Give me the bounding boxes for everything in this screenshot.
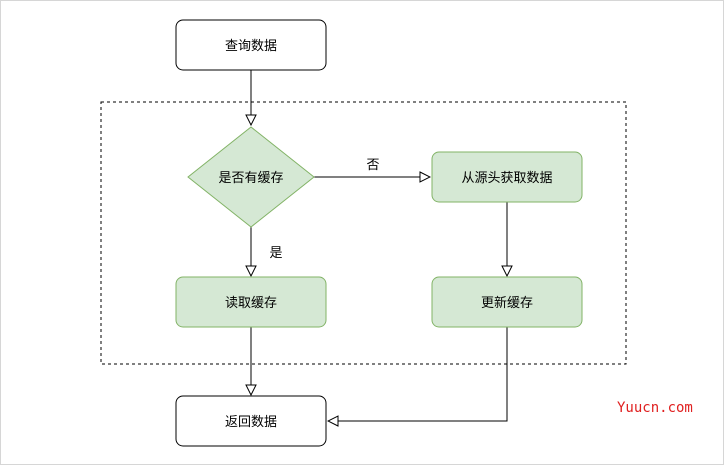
node-fetch-source: 从源头获取数据	[431, 151, 583, 203]
watermark-text: Yuucn.com	[617, 400, 693, 416]
node-has-cache-decision: 是否有缓存	[187, 126, 315, 228]
node-read-cache-label: 读取缓存	[225, 296, 277, 311]
node-return-data-label: 返回数据	[225, 415, 277, 430]
node-has-cache-label: 是否有缓存	[218, 171, 283, 186]
node-return-data: 返回数据	[175, 395, 327, 447]
node-query-data: 查询数据	[175, 19, 327, 71]
node-read-cache: 读取缓存	[175, 276, 327, 328]
edge-label-no: 否	[366, 158, 379, 173]
dashed-group-boundary	[100, 101, 627, 365]
node-update-cache: 更新缓存	[431, 276, 583, 328]
node-query-data-label: 查询数据	[225, 39, 277, 54]
node-fetch-source-label: 从源头获取数据	[461, 171, 552, 186]
edge-update-to-return	[329, 327, 508, 421]
edge-label-yes: 是	[269, 246, 282, 261]
node-update-cache-label: 更新缓存	[481, 295, 533, 311]
